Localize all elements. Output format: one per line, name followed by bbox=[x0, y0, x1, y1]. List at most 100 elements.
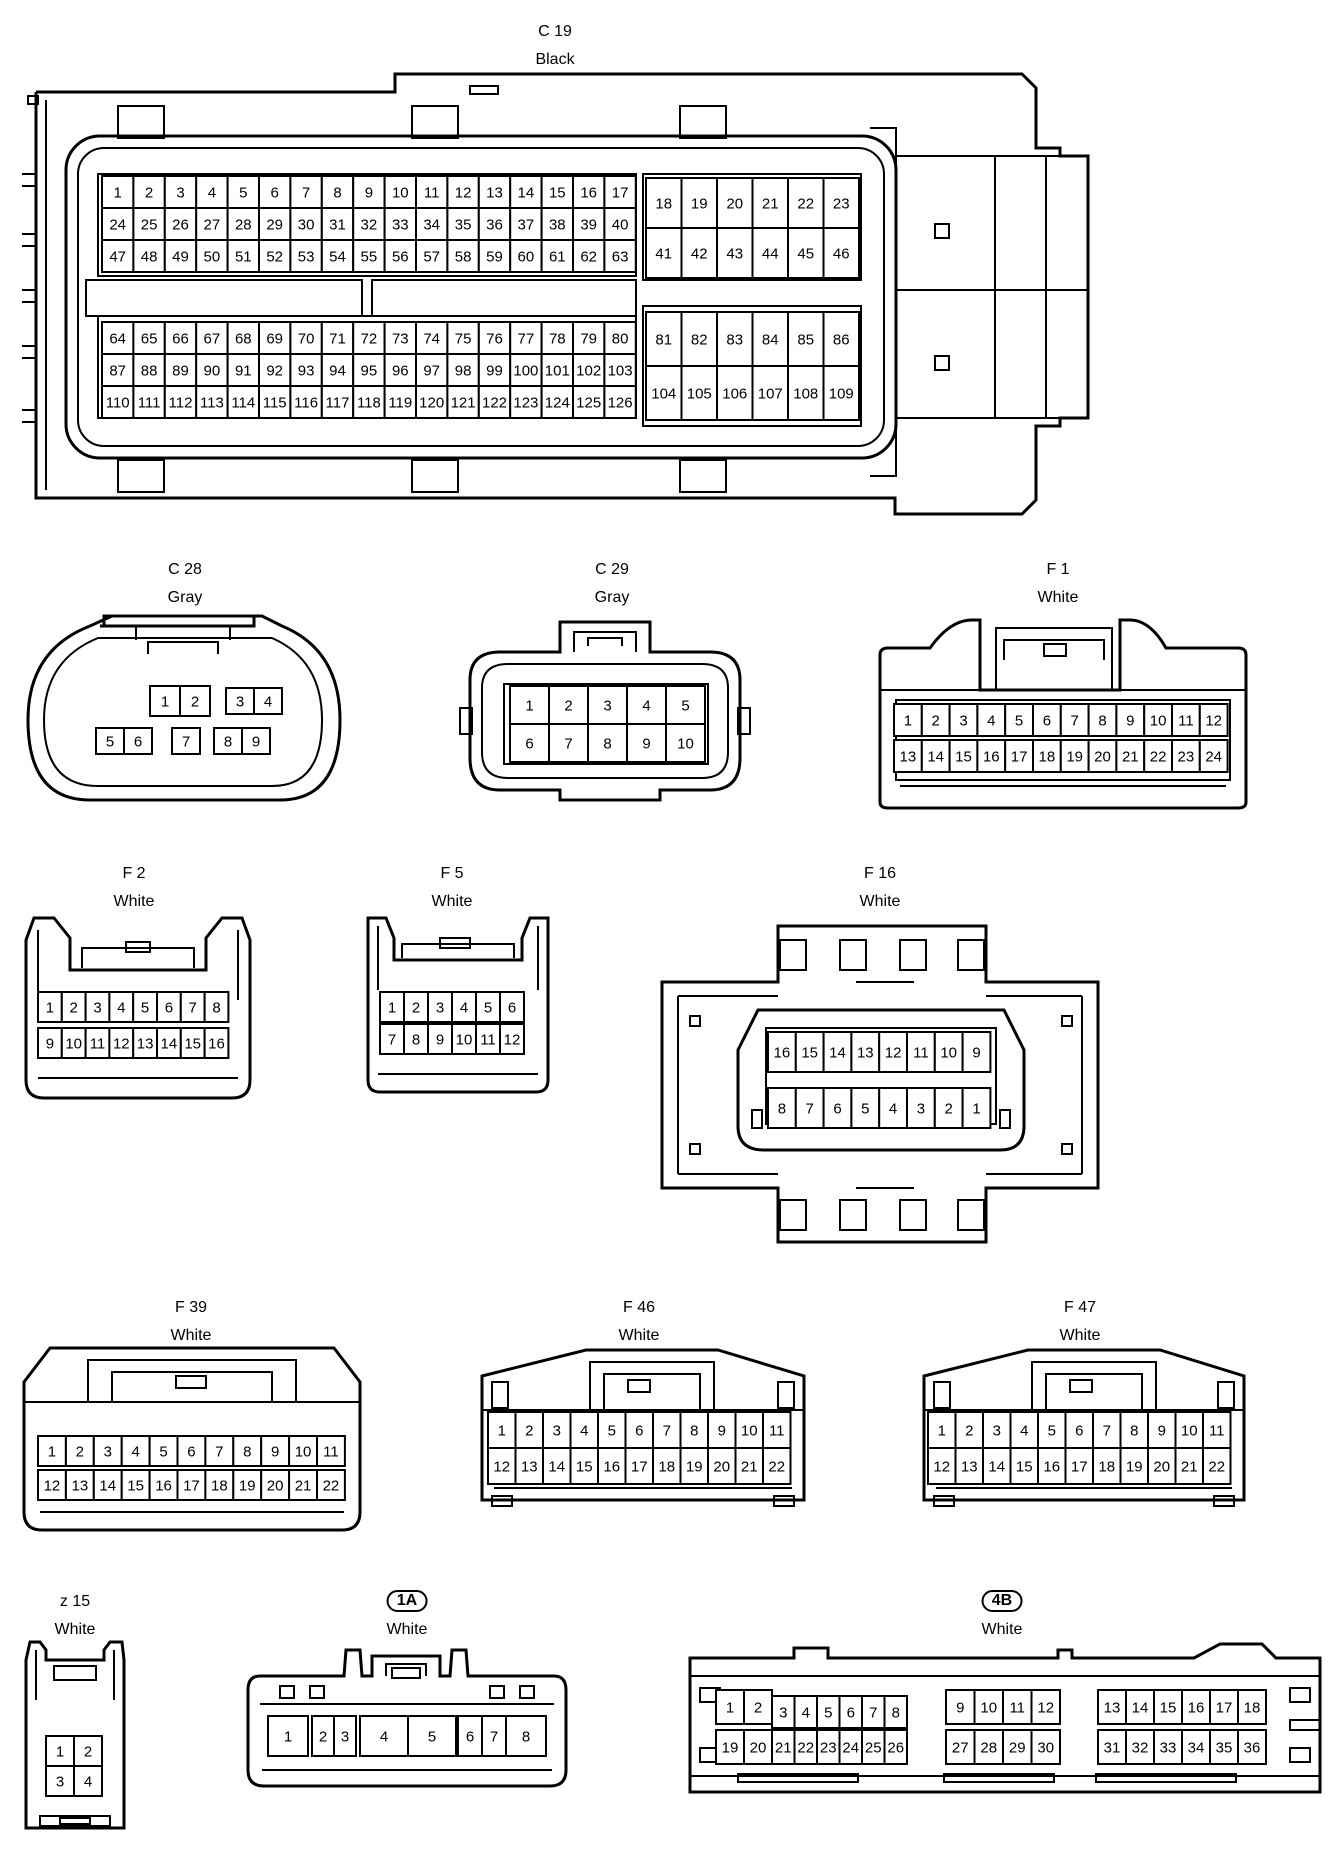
pin-number: 9 bbox=[718, 1423, 726, 1440]
pin-cavity bbox=[1002, 1689, 1033, 1725]
pin-number: 4 bbox=[642, 698, 650, 715]
pin-number: 36 bbox=[1244, 1740, 1261, 1757]
pin-number: 5 bbox=[824, 1705, 832, 1722]
pin-number: 1 bbox=[46, 1000, 54, 1017]
pin-number: 1 bbox=[938, 1423, 946, 1440]
pin-number: 90 bbox=[204, 363, 221, 380]
pin-number: 9 bbox=[642, 736, 650, 753]
pin-number: 8 bbox=[603, 736, 611, 753]
pin-number: 6 bbox=[833, 1101, 841, 1118]
pin-number: 5 bbox=[1015, 713, 1023, 730]
pin-number: 58 bbox=[455, 249, 472, 266]
pin-number: 6 bbox=[1075, 1423, 1083, 1440]
pin-number: 48 bbox=[141, 249, 158, 266]
pin-number: 96 bbox=[392, 363, 409, 380]
pin-number: 16 bbox=[580, 185, 597, 202]
pin-number: 67 bbox=[204, 331, 221, 348]
pin-number: 116 bbox=[294, 395, 318, 412]
pin-cavity bbox=[906, 1031, 936, 1073]
pin-cavity bbox=[320, 207, 355, 241]
pin-number: 13 bbox=[486, 185, 503, 202]
pin-cavity bbox=[645, 365, 683, 421]
pin-cavity bbox=[1198, 703, 1229, 737]
pin-number: 86 bbox=[833, 332, 850, 349]
pin-cavity bbox=[1153, 1689, 1183, 1725]
pin-number: 19 bbox=[1126, 1459, 1143, 1476]
pin-number: 1 bbox=[114, 185, 122, 202]
pin-number: 5 bbox=[106, 734, 114, 751]
pin-number: 4 bbox=[264, 694, 272, 711]
pin-number: 2 bbox=[76, 1444, 84, 1461]
pin-number: 5 bbox=[141, 1000, 149, 1017]
pin-number: 68 bbox=[235, 331, 252, 348]
pin-number: 9 bbox=[1126, 713, 1134, 730]
connector-f2-housing bbox=[24, 916, 252, 1100]
pin-number: 111 bbox=[138, 395, 161, 412]
connector-c19-housing bbox=[22, 72, 1090, 516]
pin-cavity bbox=[288, 1469, 319, 1501]
pin-number: 20 bbox=[750, 1740, 767, 1757]
pin-number: 14 bbox=[161, 1036, 178, 1053]
pin-number: 1 bbox=[498, 1423, 506, 1440]
pin-cavity bbox=[477, 239, 512, 273]
pin-cavity bbox=[45, 1765, 75, 1797]
pin-number: 74 bbox=[423, 331, 440, 348]
connector-f47-housing bbox=[922, 1348, 1246, 1507]
pin-cavity bbox=[101, 175, 135, 209]
pin-number: 50 bbox=[204, 249, 221, 266]
pin-number: 62 bbox=[580, 249, 597, 266]
pin-number: 56 bbox=[392, 249, 409, 266]
pin-cavity bbox=[542, 1447, 572, 1485]
pin-cavity bbox=[933, 1087, 964, 1129]
pin-number: 10 bbox=[940, 1045, 957, 1062]
pin-number: 33 bbox=[392, 217, 409, 234]
pin-number: 18 bbox=[658, 1459, 675, 1476]
pin-number: 5 bbox=[681, 698, 689, 715]
pin-cavity bbox=[203, 991, 230, 1023]
pin-number: 14 bbox=[988, 1459, 1005, 1476]
pin-number: 31 bbox=[1104, 1740, 1121, 1757]
pin-number: 8 bbox=[690, 1423, 698, 1440]
pin-cavity bbox=[645, 177, 683, 229]
pin-number: 121 bbox=[451, 395, 476, 412]
pin-cavity bbox=[626, 723, 667, 763]
pin-number: 21 bbox=[741, 1459, 758, 1476]
pin-cavity bbox=[213, 727, 243, 755]
pin-number: 78 bbox=[549, 331, 566, 348]
connector-f39-housing bbox=[22, 1346, 362, 1532]
pin-number: 122 bbox=[482, 395, 507, 412]
pin-number: 3 bbox=[341, 1729, 349, 1746]
pin-number: 21 bbox=[1122, 749, 1139, 766]
pin-cavity bbox=[352, 385, 386, 419]
pin-cavity bbox=[260, 1469, 291, 1501]
pin-cavity bbox=[1202, 1447, 1232, 1485]
pin-number: 85 bbox=[797, 332, 814, 349]
pin-number: 126 bbox=[608, 395, 633, 412]
pin-number: 6 bbox=[847, 1705, 855, 1722]
pin-cavity bbox=[822, 177, 860, 229]
pin-cavity bbox=[163, 385, 198, 419]
connector-color: White bbox=[431, 893, 473, 910]
connector-color: White bbox=[170, 1327, 212, 1344]
pin-number: 2 bbox=[145, 185, 153, 202]
pin-number: 3 bbox=[236, 694, 244, 711]
pin-number: 28 bbox=[235, 217, 252, 234]
pin-cavity bbox=[762, 1447, 792, 1485]
pin-number: 22 bbox=[1208, 1459, 1225, 1476]
pin-number: 97 bbox=[423, 363, 440, 380]
pin-number: 8 bbox=[243, 1444, 251, 1461]
pin-number: 3 bbox=[436, 1000, 444, 1017]
pin-number: 16 bbox=[603, 1459, 620, 1476]
pin-number: 15 bbox=[1160, 1700, 1177, 1717]
pin-number: 7 bbox=[182, 734, 190, 751]
pin-number: 13 bbox=[521, 1459, 538, 1476]
pin-cavity bbox=[241, 727, 271, 755]
pin-number: 5 bbox=[861, 1101, 869, 1118]
pin-number: 9 bbox=[252, 734, 260, 751]
pin-number: 17 bbox=[631, 1459, 648, 1476]
connector-f5-housing bbox=[366, 916, 550, 1094]
pin-cavity bbox=[883, 1729, 908, 1765]
pin-number: 120 bbox=[419, 395, 444, 412]
